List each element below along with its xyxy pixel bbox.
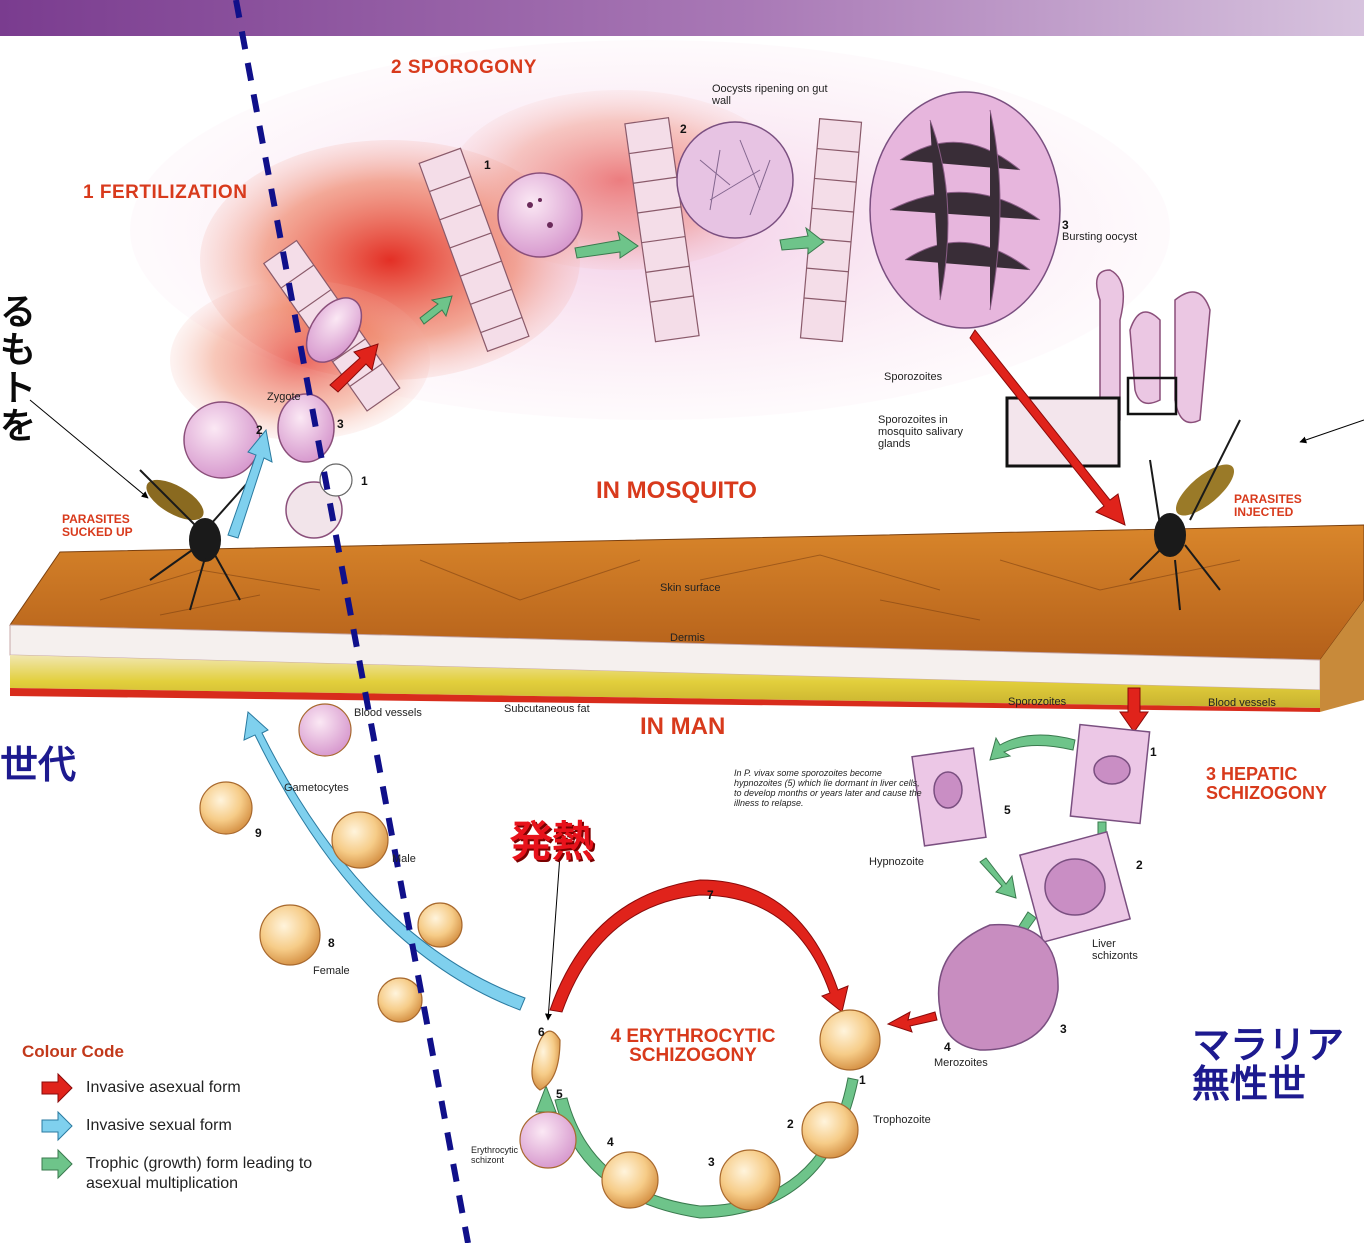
skin-surface-label: Skin surface (660, 582, 721, 595)
hypnozoite-label: Hypnozoite (869, 856, 924, 869)
legend-title: Colour Code (22, 1042, 124, 1062)
sporozoites-label: Sporozoites (884, 371, 942, 384)
right-japanese-title: マラリア (1192, 1025, 1344, 1065)
oocysts-label: Oocysts ripening on gut wall (712, 83, 832, 107)
fever-label: 発熱 (510, 808, 594, 869)
in-man-title: IN MAN (640, 713, 725, 741)
arrow-icon (42, 1074, 72, 1102)
arrow-icon (550, 880, 848, 1012)
gland-inset (1007, 398, 1119, 466)
step-7: 7 (707, 888, 714, 902)
subcutaneous-fat-label: Subcutaneous fat (504, 703, 590, 716)
merozoites-label: Merozoites (934, 1057, 988, 1070)
step-6: 6 (538, 1025, 545, 1039)
fertilization-title: 1 FERTILIZATION (83, 182, 247, 204)
trophozoite-label: Trophozoite (873, 1114, 931, 1127)
in-mosquito-title: IN MOSQUITO (596, 477, 757, 505)
sporozoites-glands-label: Sporozoites in mosquito salivary glands (878, 414, 982, 450)
parasites-injected: PARASITES INJECTED (1234, 493, 1334, 519)
left-japanese-fragment: る も ト を (0, 294, 36, 446)
ery-step-3: 3 (708, 1155, 715, 1169)
liver-cells (912, 725, 1150, 1050)
arrow-icon (42, 1112, 72, 1140)
dermis-label: Dermis (670, 632, 705, 645)
blood-vessels-left-label: Blood vessels (354, 707, 422, 720)
parasites-sucked-up: PARASITES SUCKED UP (62, 513, 148, 539)
legend-item: Invasive asexual form (86, 1078, 241, 1098)
hep-step-3: 3 (1060, 1022, 1067, 1036)
bursting-step-3: 3 (1062, 218, 1069, 232)
hep-step-4: 4 (944, 1040, 951, 1054)
bursting-oocyst-label: Bursting oocyst (1062, 231, 1137, 244)
arrow-icon (42, 1150, 72, 1178)
vivax-note: In P. vivax some sporozoites become hypn… (734, 768, 924, 808)
male-label: Male (392, 853, 416, 866)
zygote-label: Zygote (267, 391, 301, 404)
fert-step-3: 3 (337, 417, 344, 431)
sporo-step-1: 1 (484, 158, 491, 172)
ery-step-4: 4 (607, 1135, 614, 1149)
hep-step-5: 5 (1004, 803, 1011, 817)
gametocytes-label: Gametocytes (284, 782, 349, 795)
hepatic-title: 3 HEPATIC SCHIZOGONY (1206, 765, 1364, 803)
female-label: Female (313, 965, 350, 978)
blood-vessels-right-label: Blood vessels (1208, 697, 1276, 710)
legend-item: Trophic (growth) form leading to asexual… (86, 1154, 316, 1194)
legend-swatches (42, 1074, 72, 1178)
legend-item: Invasive sexual form (86, 1116, 232, 1136)
ery-step-1: 1 (859, 1073, 866, 1087)
ery-step-5: 5 (556, 1087, 563, 1101)
fert-step-2: 2 (256, 423, 263, 437)
hep-step-1: 1 (1150, 745, 1157, 759)
hep-step-2: 2 (1136, 858, 1143, 872)
sporogony-title: 2 SPOROGONY (391, 57, 537, 79)
liver-schizonts-label: Liver schizonts (1092, 938, 1162, 962)
erythrocytic-title: 4 ERYTHROCYTIC SCHIZOGONY (573, 1027, 813, 1065)
erythrocytic-schizont-label: Erythrocytic schizont (471, 1145, 531, 1165)
sporozoites-man-label: Sporozoites (1008, 696, 1066, 709)
fert-step-1: 1 (361, 474, 368, 488)
ery-step-2: 2 (787, 1117, 794, 1131)
sporo-step-2: 2 (680, 122, 687, 136)
step-8: 8 (328, 936, 335, 950)
left-generation-text: 世代 (0, 745, 76, 785)
right-japanese-sub: 無性世 (1192, 1064, 1306, 1104)
step-9: 9 (255, 826, 262, 840)
arrow-icon (888, 1012, 937, 1032)
